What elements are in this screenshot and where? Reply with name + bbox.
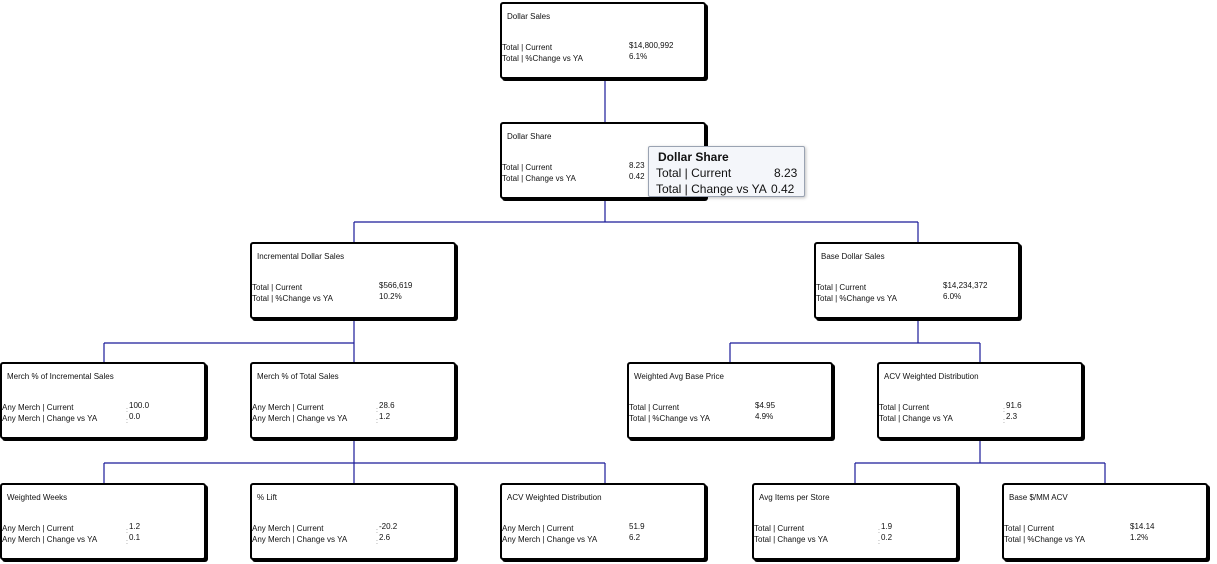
metric-label: Total | Current <box>754 524 805 533</box>
metric-value: 28.6 <box>379 401 395 410</box>
metric-value: 1.2% <box>1130 533 1149 542</box>
metric-label: Any Merch | Change vs YA <box>252 414 348 423</box>
metric-label: Total | Current <box>816 283 867 292</box>
metric-label: Any Merch | Current <box>2 403 74 412</box>
node-title: Merch % of Incremental Sales <box>7 372 114 381</box>
node-title: Avg Items per Store <box>759 493 830 502</box>
hover-tooltip: Dollar Share Total | Current 8.23 Total … <box>648 146 805 197</box>
metric-value: 2.6 <box>379 533 391 542</box>
metric-value: 4.9% <box>755 412 774 421</box>
node-title: Dollar Share <box>507 132 552 141</box>
metric-label: Total | %Change vs YA <box>502 54 583 63</box>
metric-label: Any Merch | Change vs YA <box>252 535 348 544</box>
metric-value: 6.1% <box>629 52 648 61</box>
metric-label: Any Merch | Change vs YA <box>502 535 598 544</box>
metric-label: Total | Current <box>252 283 303 292</box>
metric-value: 51.9 <box>629 522 645 531</box>
metric-value: 91.6 <box>1006 401 1022 410</box>
metric-label: Total | Current <box>879 403 930 412</box>
metric-value: $4.95 <box>755 401 776 410</box>
metric-value: 0.2 <box>881 533 893 542</box>
metric-value: 1.9 <box>881 522 893 531</box>
node-incremental-dollar-sales[interactable]: Incremental Dollar Sales Total | Current… <box>250 242 456 319</box>
metric-value: 6.2 <box>629 533 641 542</box>
metric-value: $14,234,372 <box>943 281 988 290</box>
tooltip-value: 8.23 <box>774 166 798 180</box>
node-title: ACV Weighted Distribution <box>507 493 602 502</box>
node-title: Incremental Dollar Sales <box>257 252 345 261</box>
metric-label: Total | %Change vs YA <box>1004 535 1085 544</box>
metric-label: Total | Current <box>502 163 553 172</box>
node-base-dollar-sales[interactable]: Base Dollar Sales Total | Current $14,23… <box>814 242 1020 319</box>
metric-value: 0.1 <box>129 533 141 542</box>
metric-label: Total | Change vs YA <box>879 414 953 423</box>
metric-label: Total | Current <box>1004 524 1055 533</box>
metric-value: 0.0 <box>129 412 141 421</box>
node-acv-weighted-distribution-total[interactable]: ACV Weighted Distribution :: Total | Cur… <box>877 362 1083 439</box>
separator-colons: :: <box>126 528 128 546</box>
node-merch-pct-total-sales[interactable]: Merch % of Total Sales :: Any Merch | Cu… <box>250 362 456 439</box>
node-title: Merch % of Total Sales <box>257 372 339 381</box>
node-title: Weighted Avg Base Price <box>634 372 724 381</box>
metric-label: Total | Current <box>629 403 680 412</box>
metric-value: $14.14 <box>1130 522 1155 531</box>
metric-label: Total | %Change vs YA <box>629 414 710 423</box>
metric-label: Any Merch | Current <box>252 403 324 412</box>
node-avg-items-per-store[interactable]: Avg Items per Store :: Total | Current 1… <box>752 483 958 560</box>
separator-colons: :: <box>878 528 880 546</box>
tooltip-row-change: Total | Change vs YA 0.42 <box>656 182 794 196</box>
metric-value: 2.3 <box>1006 412 1018 421</box>
tooltip-label: Total | Change vs YA <box>656 182 767 196</box>
node-title: % Lift <box>257 493 278 502</box>
metric-label: Total | %Change vs YA <box>252 294 333 303</box>
node-acv-weighted-distribution-merch[interactable]: ACV Weighted Distribution Any Merch | Cu… <box>500 483 706 560</box>
metric-value: -20.2 <box>379 522 398 531</box>
node-title: Dollar Sales <box>507 12 551 21</box>
metric-label: Any Merch | Current <box>2 524 74 533</box>
separator-colons: :: <box>1003 407 1005 425</box>
node-weighted-weeks[interactable]: Weighted Weeks :: Any Merch | Current 1.… <box>0 483 206 560</box>
metric-label: Total | Current <box>502 43 553 52</box>
separator-colons: :: <box>376 407 378 425</box>
metric-value: 100.0 <box>129 401 150 410</box>
metric-label: Total | Change vs YA <box>754 535 828 544</box>
metric-label: Total | Change vs YA <box>502 174 576 183</box>
node-base-per-mm-acv[interactable]: Base $/MM ACV Total | Current $14.14 Tot… <box>1002 483 1208 560</box>
node-title: Base Dollar Sales <box>821 252 885 261</box>
metric-value: $14,800,992 <box>629 41 674 50</box>
metric-label: Total | %Change vs YA <box>816 294 897 303</box>
metric-label: Any Merch | Change vs YA <box>2 414 98 423</box>
tooltip-value: 0.42 <box>771 182 795 196</box>
tooltip-label: Total | Current <box>656 166 732 180</box>
metric-value: 6.0% <box>943 292 962 301</box>
node-weighted-avg-base-price[interactable]: Weighted Avg Base Price Total | Current … <box>627 362 833 439</box>
metric-value: 8.23 <box>629 161 645 170</box>
separator-colons: :: <box>376 528 378 546</box>
node-title: Base $/MM ACV <box>1009 493 1068 502</box>
metric-value: 0.42 <box>629 172 645 181</box>
node-dollar-sales[interactable]: Dollar Sales Total | Current $14,800,992… <box>500 2 706 79</box>
metric-value: 1.2 <box>379 412 391 421</box>
node-pct-lift[interactable]: % Lift :: Any Merch | Current -20.2 Any … <box>250 483 456 560</box>
node-merch-pct-incremental-sales[interactable]: Merch % of Incremental Sales :: Any Merc… <box>0 362 206 439</box>
metric-value: 10.2% <box>379 292 402 301</box>
node-title: Weighted Weeks <box>7 493 68 502</box>
tooltip-title: Dollar Share <box>658 150 729 164</box>
tooltip-row-current: Total | Current 8.23 <box>656 166 797 180</box>
metric-label: Any Merch | Current <box>252 524 324 533</box>
metric-label: Any Merch | Change vs YA <box>2 535 98 544</box>
node-title: ACV Weighted Distribution <box>884 372 979 381</box>
metric-label: Any Merch | Current <box>502 524 574 533</box>
metric-value: $566,619 <box>379 281 413 290</box>
separator-colons: :: <box>126 407 128 425</box>
metric-value: 1.2 <box>129 522 141 531</box>
